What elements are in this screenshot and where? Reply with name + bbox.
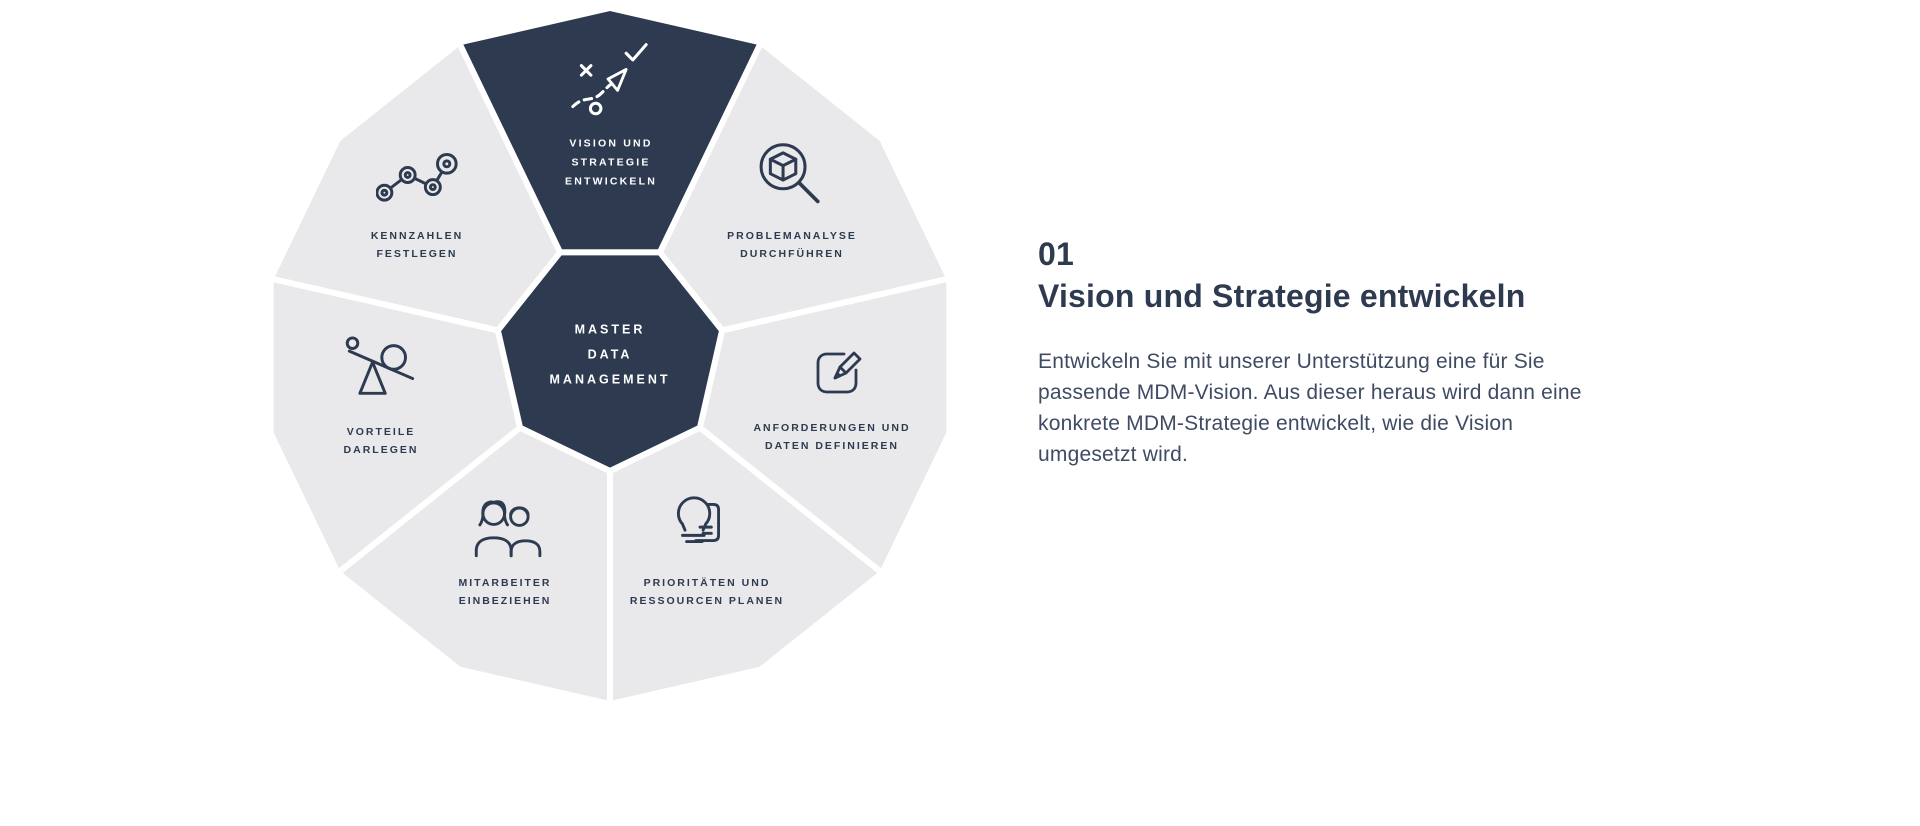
step-title: Vision und Strategie entwickeln	[1038, 278, 1526, 314]
center-hub	[494, 249, 726, 474]
mdm-wheel-diagram: MASTER DATA MANAGEMENT VISION UND STRATE…	[260, 4, 960, 714]
wheel-shapes	[267, 5, 953, 707]
detail-panel: 01 Vision und Strategie entwickeln Entwi…	[1038, 233, 1618, 470]
step-number: 01	[1038, 236, 1074, 272]
step-heading: 01 Vision und Strategie entwickeln	[1038, 233, 1618, 317]
step-description: Entwickeln Sie mit unserer Unterstützung…	[1038, 350, 1582, 466]
